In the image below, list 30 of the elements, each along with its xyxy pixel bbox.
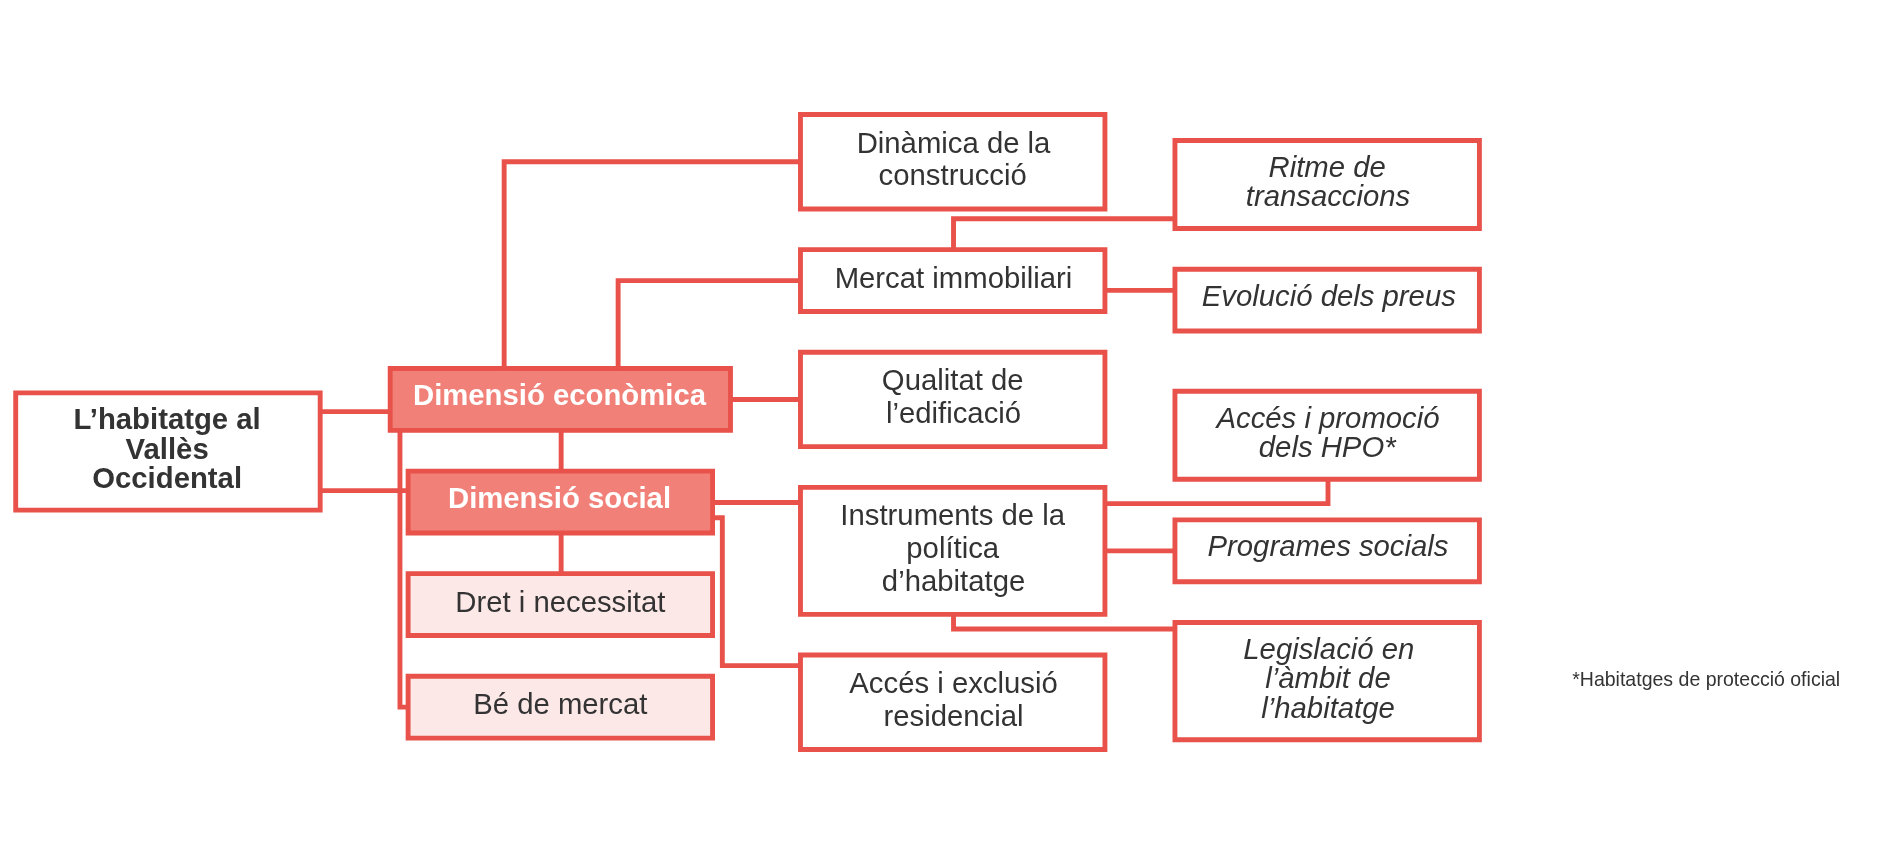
node-box: Evolució dels preus [1172, 266, 1482, 334]
node-box: Bé de mercat [405, 673, 715, 741]
node-box: Ritme de transaccions [1172, 138, 1482, 231]
connector [558, 430, 564, 471]
node-box: Instruments de la política d’habitatge [798, 484, 1108, 617]
connector [397, 430, 408, 710]
connector [501, 159, 801, 369]
connector [615, 278, 801, 369]
node-box: Mercat immobiliari [798, 247, 1108, 314]
label: *Habitatges de protecció oficial [1572, 668, 1841, 691]
connector [558, 533, 564, 574]
connector [320, 488, 408, 494]
connector [712, 500, 800, 505]
connector [712, 515, 801, 669]
node-box: Accés i promoció dels HPO* [1172, 388, 1482, 482]
node-box: Dret i necessitat [405, 571, 715, 638]
connector [1105, 287, 1175, 293]
connector [1105, 548, 1175, 554]
node-box: Dimensió econòmica [387, 366, 733, 433]
connector [951, 614, 1175, 632]
node-box: Programes socials [1172, 517, 1482, 585]
node-box: Dinàmica de la construcció [798, 112, 1108, 212]
node-box: L’habitatge al Vallès Occidental [13, 390, 323, 513]
node-box: Qualitat de l’edificació [798, 349, 1108, 450]
node-box: Accés i exclusió residencial [798, 652, 1108, 752]
connector [1105, 479, 1331, 507]
node-box: Legislació en l’àmbit de l’habitatge [1172, 620, 1482, 743]
connector [730, 397, 801, 402]
node-box: Dimensió social [405, 468, 715, 536]
connector [320, 409, 390, 415]
